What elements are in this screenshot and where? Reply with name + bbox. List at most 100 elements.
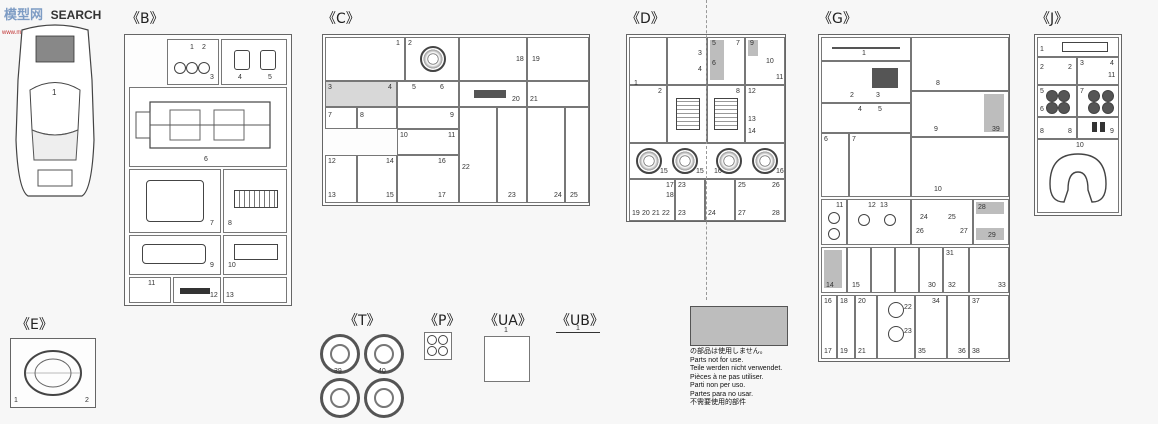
tree-g-part-23: 23 bbox=[904, 328, 912, 335]
car-body-svg bbox=[15, 24, 95, 197]
tree-g-steering-wheel bbox=[888, 302, 904, 318]
tree-g-gray-part bbox=[976, 228, 1004, 240]
tree-g-cell-30-a bbox=[871, 247, 895, 293]
tree-p-part bbox=[427, 335, 437, 345]
tree-d-cell-9-10-11: 9 10 11 bbox=[745, 37, 785, 85]
tree-g-rod-part bbox=[832, 47, 900, 49]
tree-b-cell-11: 11 bbox=[129, 277, 171, 303]
tree-j-cell-8: 8 8 bbox=[1037, 117, 1077, 139]
tree-d-part-28: 28 bbox=[772, 210, 780, 217]
tree-g-disc-part bbox=[858, 214, 870, 226]
tree-j-lens-part bbox=[1058, 102, 1070, 114]
tree-g-cell-15: 15 bbox=[847, 247, 871, 293]
tree-j-part-8: 8 bbox=[1040, 128, 1044, 135]
tree-c-cell-20: 20 bbox=[459, 81, 527, 107]
tree-b-part-4: 4 bbox=[238, 74, 242, 81]
tree-c-part-21: 21 bbox=[530, 96, 538, 103]
tree-c-cell-22: 22 bbox=[459, 107, 497, 203]
tree-d-part-1: 1 bbox=[634, 80, 638, 87]
tree-c-part-9: 9 bbox=[450, 112, 454, 119]
fold-line bbox=[706, 0, 707, 300]
tree-j-cell-1: 1 bbox=[1037, 37, 1119, 57]
tree-d-part-26: 26 bbox=[772, 182, 780, 189]
tree-j-part-2b: 2 bbox=[1068, 64, 1072, 71]
tree-d-grid-part bbox=[676, 98, 700, 130]
tree-d-part-24: 24 bbox=[708, 210, 716, 217]
tree-b-cell-8: 8 bbox=[223, 169, 287, 233]
tree-d-part-16: 16 bbox=[714, 168, 722, 175]
tree-j-part-6: 6 bbox=[1040, 106, 1044, 113]
tree-d-part-17: 17 bbox=[666, 182, 674, 189]
tree-g-cell-30-b bbox=[895, 247, 919, 293]
tree-d-wheel-part bbox=[636, 148, 662, 174]
tree-c-cell-3-4: 3 4 bbox=[325, 81, 397, 107]
tree-g-part-14: 14 bbox=[826, 282, 834, 289]
tree-c-part-13: 13 bbox=[328, 192, 336, 199]
tree-g-part-38: 38 bbox=[972, 348, 980, 355]
tree-g-part-28: 28 bbox=[978, 204, 986, 211]
tree-d-part-25: 25 bbox=[738, 182, 746, 189]
tree-b-part-6: 6 bbox=[204, 156, 208, 163]
tree-g-part-4: 4 bbox=[858, 106, 862, 113]
tree-g-part-20: 20 bbox=[858, 298, 866, 305]
tree-j-strip-part bbox=[1062, 42, 1108, 52]
tree-d-part-23b: 23 bbox=[678, 210, 686, 217]
tree-g-cell-24-27: 24 25 26 27 bbox=[911, 199, 973, 245]
car-body-drawing: 1 bbox=[12, 20, 98, 200]
tree-t-tire-part bbox=[364, 334, 404, 374]
tree-c-part-20: 20 bbox=[512, 96, 520, 103]
tree-d-part-6: 6 bbox=[712, 60, 716, 67]
tree-d-wheel-part bbox=[716, 148, 742, 174]
tree-b-part-9: 9 bbox=[210, 262, 214, 269]
tree-g-part-6: 6 bbox=[824, 136, 828, 143]
tree-g-cell-20-21: 20 21 bbox=[855, 295, 877, 359]
tree-c-cell-10-11: 10 11 bbox=[397, 129, 459, 155]
tree-d-cell-25-28: 25 26 27 28 bbox=[735, 179, 785, 221]
tree-g-part-30: 30 bbox=[928, 282, 936, 289]
tree-d-gray-part bbox=[748, 40, 758, 56]
tree-g-steering-wheel bbox=[888, 326, 904, 342]
tree-b-part-10: 10 bbox=[228, 262, 236, 269]
tree-c-part-4: 4 bbox=[388, 84, 392, 91]
tree-g-cell-8: 8 bbox=[911, 37, 1009, 91]
tree-g-dark-part bbox=[872, 68, 898, 88]
tree-d-cell-1 bbox=[629, 37, 667, 85]
watermark-logo: 模型网 SEARCH bbox=[4, 4, 101, 23]
tree-g-part-11: 11 bbox=[836, 202, 844, 209]
tree-c-part-1: 1 bbox=[396, 40, 400, 47]
tree-g-part-15: 15 bbox=[852, 282, 860, 289]
tree-b-part-1: 1 bbox=[190, 44, 194, 51]
tree-g-cell-22-23: 22 23 bbox=[877, 295, 915, 359]
tree-b-cell-10: 10 bbox=[223, 235, 287, 275]
tree-g-cell-2-3: 2 3 bbox=[821, 61, 911, 103]
tree-d-cell-2: 1 2 bbox=[629, 80, 667, 143]
tree-b-part-8: 8 bbox=[228, 220, 232, 227]
tree-d-part-4: 4 bbox=[698, 66, 702, 73]
tree-g-part-2: 2 bbox=[850, 92, 854, 99]
tree-c-part-8: 8 bbox=[360, 112, 364, 119]
tree-d-part-19: 19 bbox=[632, 210, 640, 217]
tree-d-part-3: 3 bbox=[698, 50, 702, 57]
not-for-use-en: Parts not for use. bbox=[690, 356, 744, 364]
tree-b-engine-cover bbox=[146, 180, 204, 222]
tree-d-part-9: 9 bbox=[750, 40, 754, 47]
tree-c-part-14: 14 bbox=[386, 158, 394, 165]
tree-g-part-9: 9 bbox=[934, 126, 938, 133]
tree-g-cell-9-39: 9 39 bbox=[911, 91, 1009, 137]
tree-g-part-1: 1 bbox=[862, 50, 866, 57]
tree-d-part-15: 15 bbox=[660, 168, 668, 175]
tree-g-gray-part bbox=[824, 250, 842, 288]
tree-b-bumper-part bbox=[142, 244, 206, 264]
tree-label-p: 《P》 bbox=[424, 313, 461, 329]
tree-d-part-11: 11 bbox=[776, 74, 784, 81]
tree-d-grid-part bbox=[714, 98, 738, 130]
tree-g-cell-6: 6 bbox=[821, 133, 849, 197]
tree-j-cell-7: 7 bbox=[1077, 85, 1119, 117]
tree-g-part-19: 19 bbox=[840, 348, 848, 355]
tree-g-disc-part bbox=[828, 212, 840, 224]
tree-t-tire-part bbox=[364, 378, 404, 418]
tree-g-part-21: 21 bbox=[858, 348, 866, 355]
tree-c-part-18: 18 bbox=[516, 56, 524, 63]
tree-c-cell-12-13: 12 13 bbox=[325, 155, 357, 203]
tree-d-part-5: 5 bbox=[712, 40, 716, 47]
